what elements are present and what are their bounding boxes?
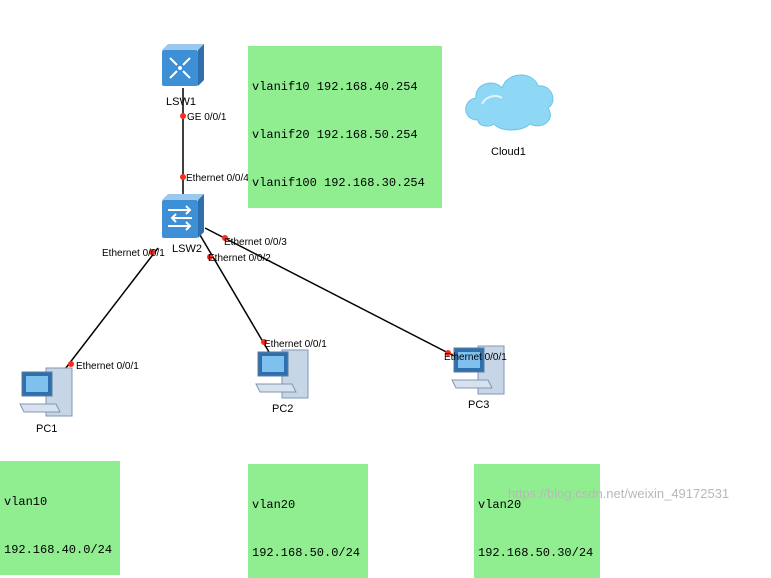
port-label-lsw2-e2: Ethernet 0/0/2 — [208, 253, 271, 264]
port-dot — [445, 350, 451, 356]
lsw2-label: LSW2 — [172, 243, 202, 255]
device-lsw1[interactable]: LSW1 — [162, 44, 204, 108]
pc2-vlan-note: vlan20 192.168.50.0/24 — [248, 464, 368, 578]
pc3-vlan-note: vlan20 192.168.50.30/24 — [474, 464, 600, 578]
vlan-id: vlan10 — [4, 495, 48, 509]
port-dot — [68, 361, 74, 367]
vlanif-note: vlanif10 192.168.40.254 vlanif20 192.168… — [248, 46, 442, 208]
device-cloud1[interactable]: Cloud1 — [465, 74, 554, 158]
port-label-pc3-e1: Ethernet 0/0/1 — [444, 352, 507, 363]
pc-icon — [255, 349, 309, 399]
port-labels: GE 0/0/1 Ethernet 0/0/4 Ethernet 0/0/1 E… — [76, 112, 507, 372]
port-label-pc1-e1: Ethernet 0/0/1 — [76, 361, 139, 372]
l2-switch-icon — [162, 194, 204, 238]
port-dot — [149, 249, 155, 255]
pc2-label: PC2 — [272, 403, 293, 415]
port-dot — [261, 339, 267, 345]
device-pc3[interactable]: PC3 — [451, 345, 505, 411]
port-label-lsw1-ge: GE 0/0/1 — [187, 112, 227, 123]
port-label-lsw2-e3: Ethernet 0/0/3 — [224, 237, 287, 248]
subnet: 192.168.40.0/24 — [4, 543, 113, 557]
port-dot — [207, 254, 213, 260]
device-pc2[interactable]: PC2 — [255, 349, 309, 415]
link-lsw2-pc3 — [204, 227, 459, 359]
port-label-lsw2-e4: Ethernet 0/0/4 — [186, 173, 249, 184]
vlanif-line: vlanif20 192.168.50.254 — [252, 128, 418, 142]
port-dot — [180, 174, 186, 180]
port-dots — [68, 113, 451, 367]
device-pc1[interactable]: PC1 — [19, 367, 73, 435]
port-dot — [180, 113, 186, 119]
port-label-lsw2-e1: Ethernet 0/0/1 — [102, 248, 165, 259]
vlan-id: vlan20 — [478, 498, 522, 512]
l3-switch-icon — [162, 44, 204, 86]
cloud-icon — [465, 74, 554, 131]
topology-diagram: LSW1 LSW2 Cloud1 — [19, 44, 554, 435]
device-lsw2[interactable]: LSW2 — [162, 194, 204, 255]
pc1-vlan-note: vlan10 192.168.40.0/24 — [0, 461, 120, 575]
watermark: https://blog.csdn.net/weixin_49172531 — [508, 486, 730, 501]
vlanif-line: vlanif100 192.168.30.254 — [252, 176, 425, 190]
subnet: 192.168.50.0/24 — [252, 546, 361, 560]
lsw1-label: LSW1 — [166, 96, 196, 108]
pc-icon — [19, 367, 73, 417]
pc1-label: PC1 — [36, 423, 57, 435]
link-lsw2-pc1 — [61, 247, 159, 374]
port-dot — [222, 235, 228, 241]
cloud1-label: Cloud1 — [491, 146, 526, 158]
subnet: 192.168.50.30/24 — [478, 546, 594, 560]
vlan-id: vlan20 — [252, 498, 296, 512]
pc3-label: PC3 — [468, 399, 489, 411]
pc-icon — [451, 345, 505, 395]
port-label-pc2-e1: Ethernet 0/0/1 — [264, 339, 327, 350]
vlanif-line: vlanif10 192.168.40.254 — [252, 80, 418, 94]
